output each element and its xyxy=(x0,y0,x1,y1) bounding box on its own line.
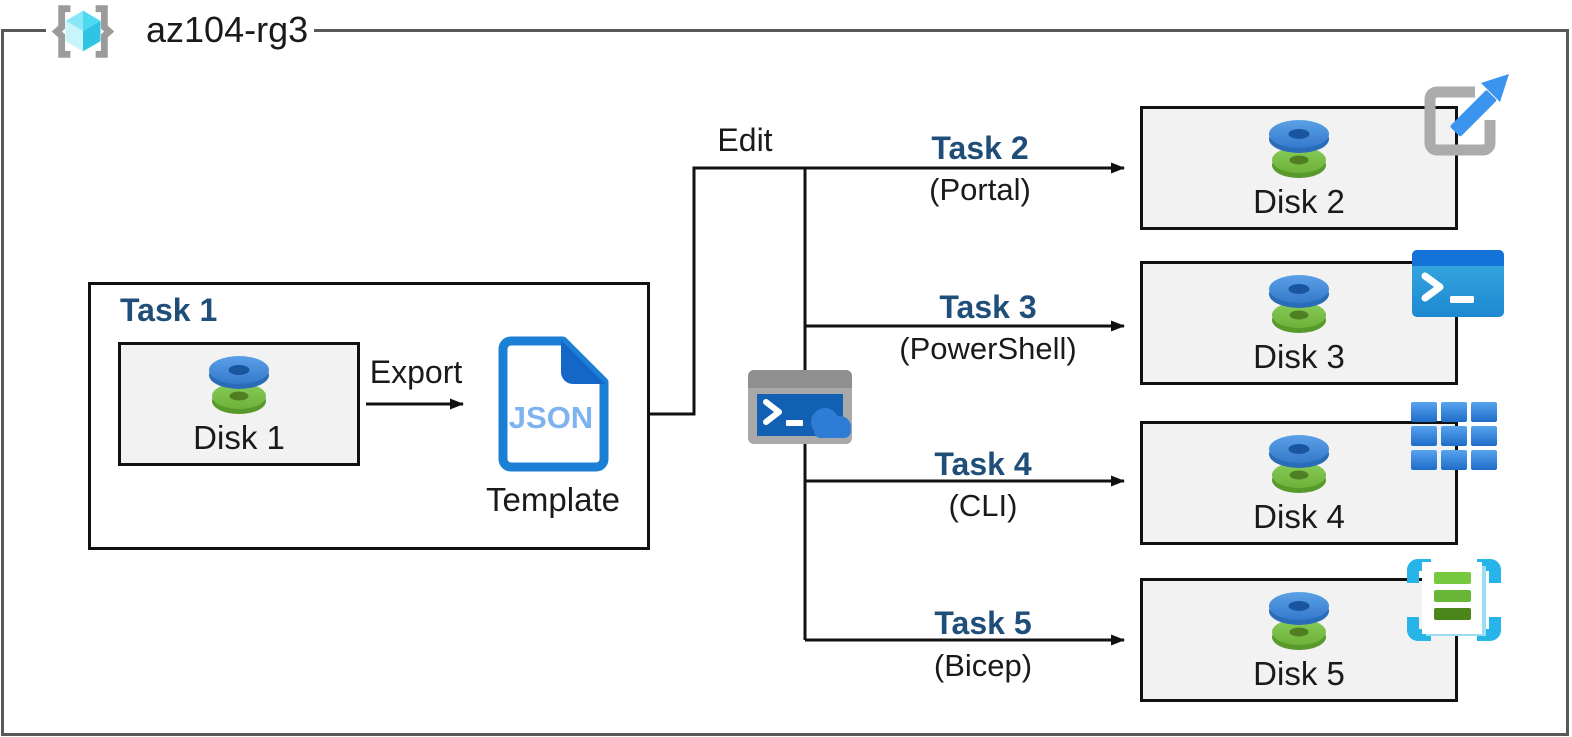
bracket-frame xyxy=(1424,86,1496,156)
template-label: Template xyxy=(486,481,620,518)
corner-brackets xyxy=(1407,559,1501,641)
edit-task2-connector xyxy=(647,162,1125,416)
disk-icon xyxy=(1269,120,1329,178)
terminal-topbar xyxy=(1412,250,1504,266)
prompt-chevron xyxy=(1421,272,1444,302)
terminal-body xyxy=(1412,250,1504,317)
json-template-icon: JSON xyxy=(495,336,609,477)
task2-method: (Portal) xyxy=(929,172,1031,207)
task4-method: (CLI) xyxy=(948,488,1018,523)
task5-method: (Bicep) xyxy=(933,648,1033,683)
launch-arrow xyxy=(1450,74,1509,137)
task3-title: Task 3 xyxy=(939,289,1037,325)
resource-group-icon xyxy=(50,3,116,66)
powershell-icon xyxy=(1412,250,1504,322)
disk5-box: Disk 5 xyxy=(1140,578,1458,702)
disk4-label: Disk 4 xyxy=(1253,498,1345,535)
cube xyxy=(65,10,101,52)
disk1-label: Disk 1 xyxy=(193,419,285,456)
resource-group-frame xyxy=(1,29,1569,736)
disk-icon xyxy=(1269,275,1329,333)
json-text: JSON xyxy=(509,400,593,435)
grid-squares xyxy=(1411,402,1497,470)
disk3-label: Disk 3 xyxy=(1253,338,1345,375)
frame-label-gap xyxy=(46,26,314,35)
task5-title: Task 5 xyxy=(934,605,1032,641)
prompt-underscore xyxy=(1450,296,1474,303)
prompt-underscore xyxy=(786,420,803,426)
task3-method: (PowerShell) xyxy=(899,331,1077,366)
export-label: Export xyxy=(369,354,463,390)
disk3-box: Disk 3 xyxy=(1140,261,1458,385)
edit-label: Edit xyxy=(717,122,773,158)
list-bars xyxy=(1434,572,1471,620)
template-specs-icon xyxy=(1406,559,1502,646)
left-brace xyxy=(51,5,71,58)
task1-title: Task 1 xyxy=(120,292,218,328)
disk4-box: Disk 4 xyxy=(1140,421,1458,545)
azure-cli-icon xyxy=(1411,402,1499,475)
cloud-shell-icon xyxy=(746,366,866,455)
task2-title: Task 2 xyxy=(931,130,1029,166)
cloud xyxy=(811,408,851,438)
disk1-box: Disk 1 xyxy=(118,342,360,466)
disk-icon xyxy=(1269,435,1329,493)
task4-title: Task 4 xyxy=(934,446,1032,482)
prompt-chevron xyxy=(763,399,782,425)
folded-corner xyxy=(561,340,605,384)
terminal-titlebar xyxy=(748,370,852,388)
disk5-label: Disk 5 xyxy=(1253,655,1345,692)
disk-icon xyxy=(1269,592,1329,650)
right-brace xyxy=(95,5,115,58)
disk-icon xyxy=(209,356,269,414)
azure-portal-icon xyxy=(1415,68,1515,165)
disk2-label: Disk 2 xyxy=(1253,183,1345,220)
resource-group-name: az104-rg3 xyxy=(146,9,309,50)
disk2-box: Disk 2 xyxy=(1140,106,1458,230)
